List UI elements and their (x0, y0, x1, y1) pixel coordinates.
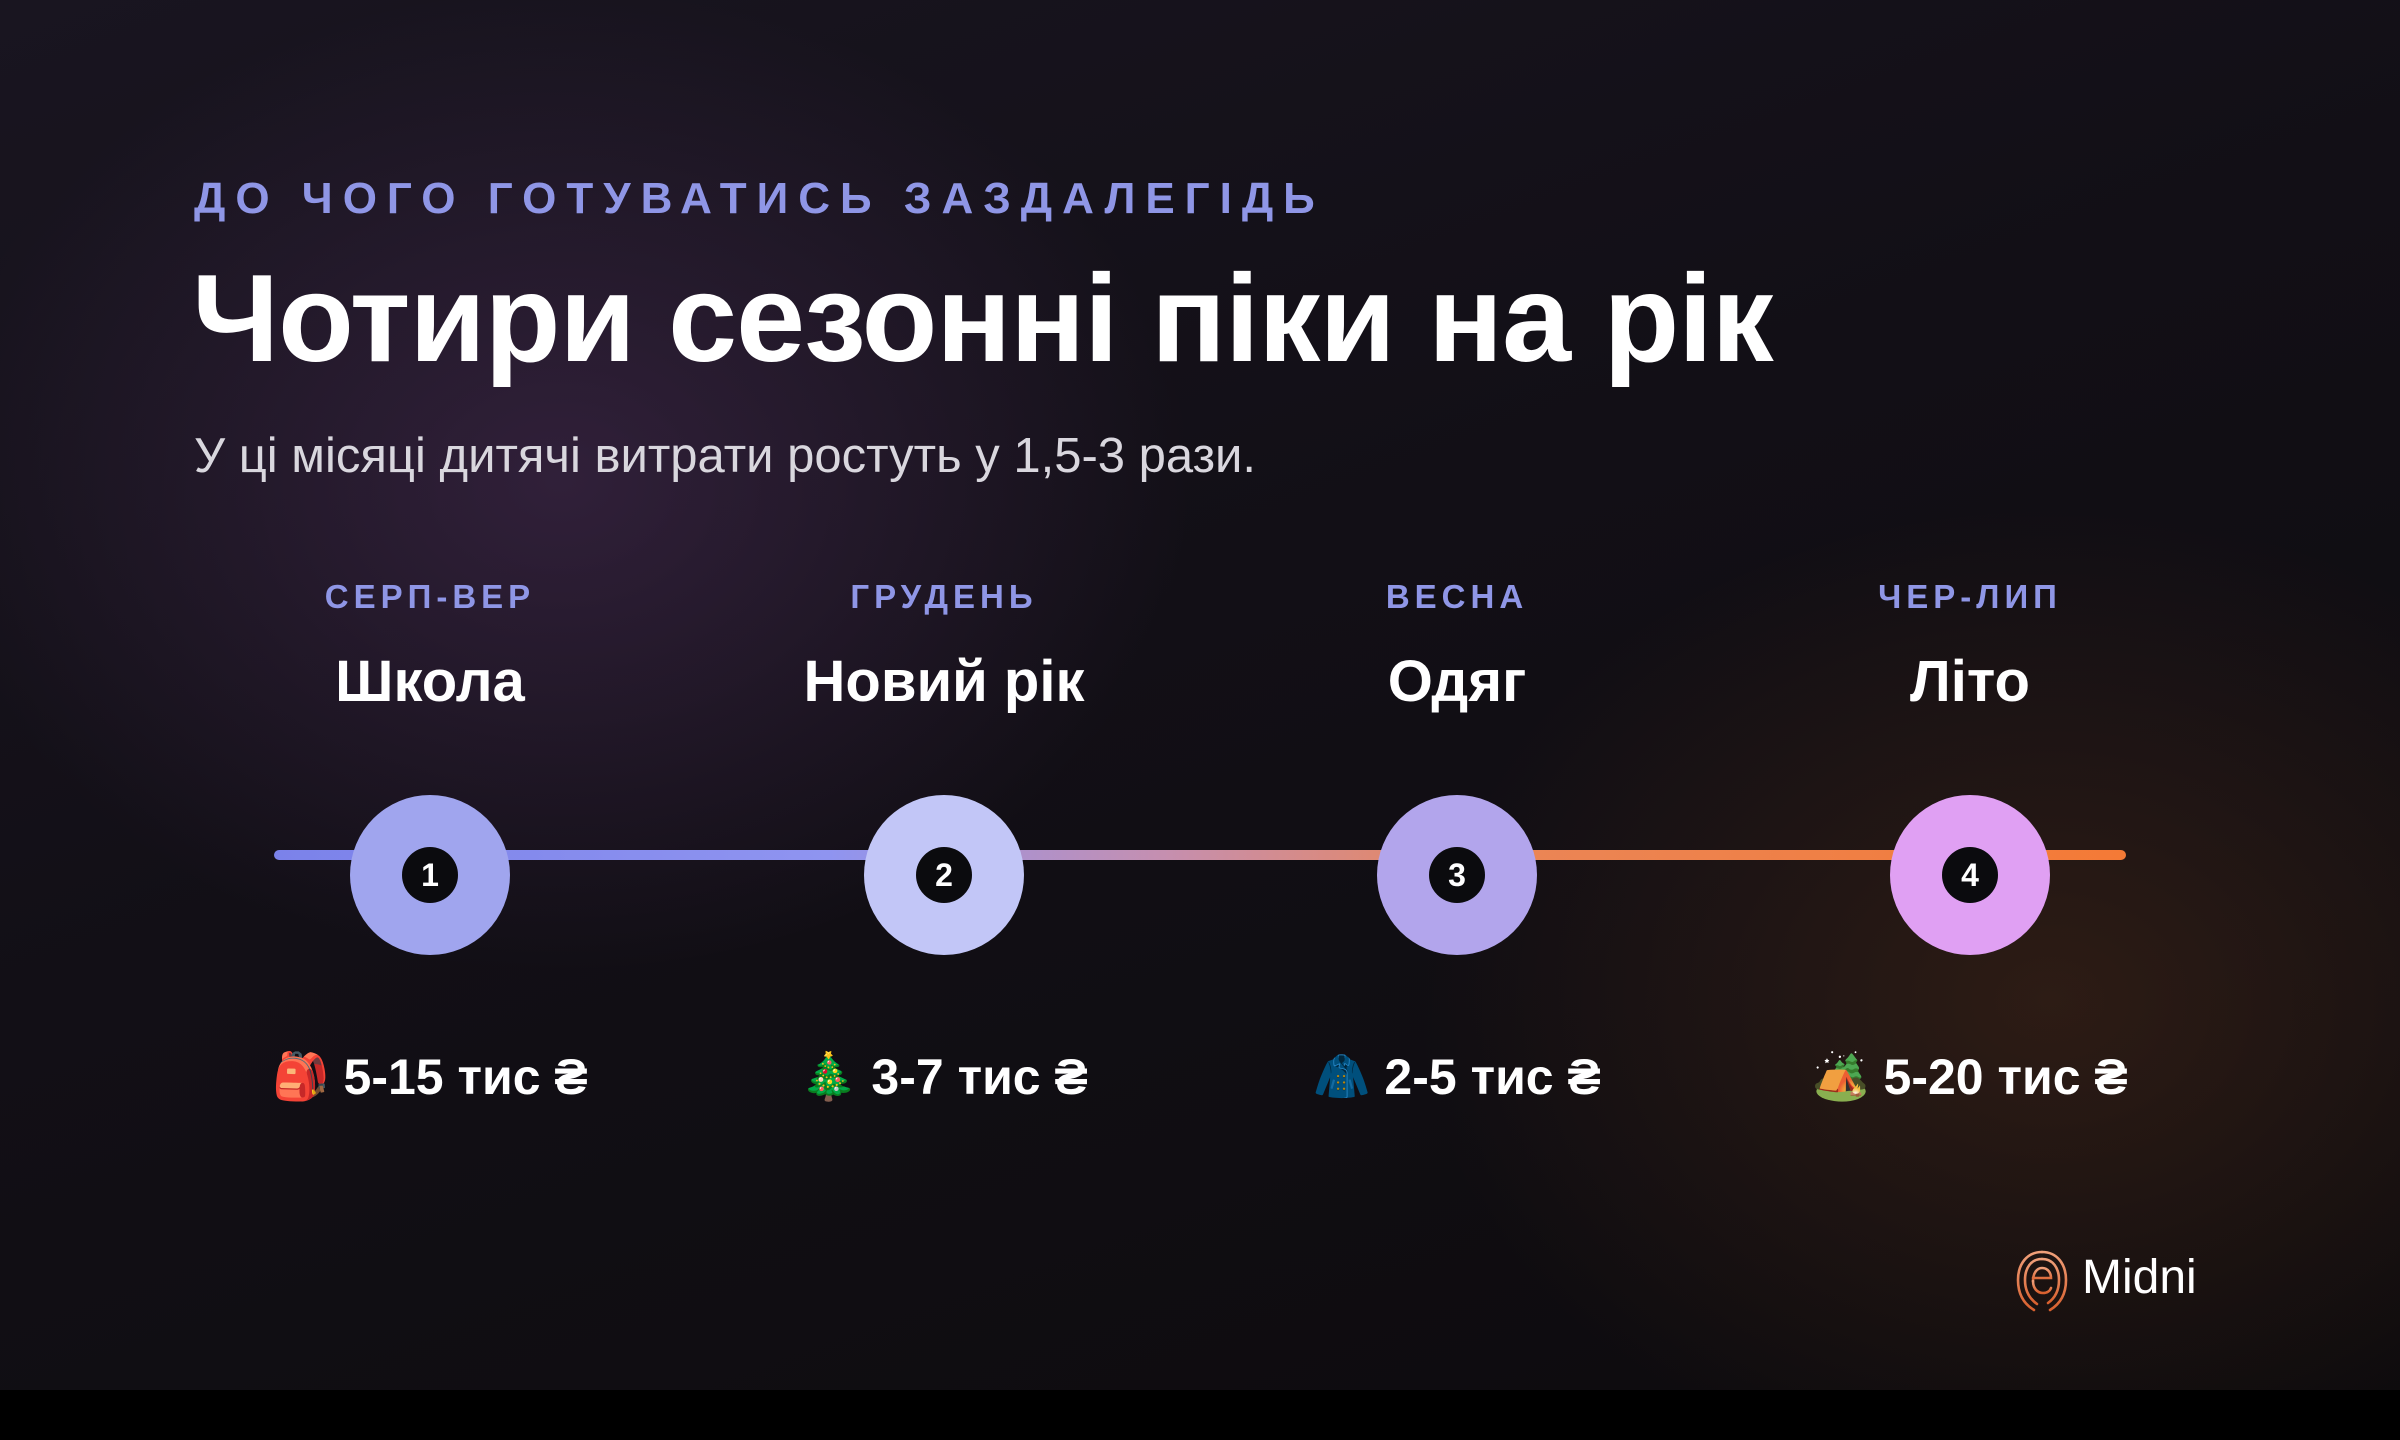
season-period: ЧЕР-ЛИП (1878, 578, 2062, 615)
season-number-badge: 4 (1942, 847, 1998, 903)
season-node: 3 (1377, 795, 1537, 955)
season-cost-value: 2-5 тис ₴ (1384, 1049, 1601, 1105)
season-node: 2 (864, 795, 1024, 955)
brand-name: Midni (2082, 1251, 2197, 1304)
subtitle: У ці місяці дитячі витрати ростуть у 1,5… (194, 429, 1257, 483)
season-cost: 🏕️5-20 тис ₴ (1710, 1048, 2230, 1106)
fingerprint-logo-icon (2016, 1250, 2068, 1312)
season-name: Літо (1910, 649, 2030, 714)
slide: ДО ЧОГО ГОТУВАТИСЬ ЗАЗДАЛЕГІДЬ Чотири се… (0, 0, 2400, 1390)
season-number-badge: 1 (402, 847, 458, 903)
season-cost-value: 3-7 тис ₴ (871, 1049, 1088, 1105)
season-summer: ЧЕР-ЛИП Літо 4 🏕️5-20 тис ₴ (1710, 0, 2230, 1390)
season-name: Новий рік (803, 649, 1085, 714)
season-school: СЕРП-ВЕР Школа 1 🎒5-15 тис ₴ (170, 0, 690, 1390)
season-name: Одяг (1387, 649, 1527, 714)
season-number-badge: 3 (1429, 847, 1485, 903)
season-node: 1 (350, 795, 510, 955)
season-node: 4 (1890, 795, 2050, 955)
bottom-band (0, 1390, 2400, 1440)
season-period: ГРУДЕНЬ (850, 578, 1038, 615)
season-cost-value: 5-15 тис ₴ (343, 1049, 588, 1105)
page-title: Чотири сезонні піки на рік (192, 250, 1774, 388)
season-clothes: ВЕСНА Одяг 3 🧥2-5 тис ₴ (1197, 0, 1717, 1390)
season-cost: 🧥2-5 тис ₴ (1197, 1048, 1717, 1106)
backpack-icon: 🎒 (272, 1049, 330, 1103)
season-cost: 🎄3-7 тис ₴ (684, 1048, 1204, 1106)
camping-icon: 🏕️ (1812, 1049, 1870, 1103)
christmas-tree-icon: 🎄 (800, 1049, 858, 1103)
coat-icon: 🧥 (1313, 1049, 1371, 1103)
season-period: ВЕСНА (1385, 578, 1529, 615)
season-period: СЕРП-ВЕР (324, 578, 536, 615)
season-cost: 🎒5-15 тис ₴ (170, 1048, 690, 1106)
eyebrow-label: ДО ЧОГО ГОТУВАТИСЬ ЗАЗДАЛЕГІДЬ (194, 174, 1325, 223)
season-new-year: ГРУДЕНЬ Новий рік 2 🎄3-7 тис ₴ (684, 0, 1204, 1390)
season-number-badge: 2 (916, 847, 972, 903)
timeline-track (274, 850, 2126, 860)
season-name: Школа (335, 649, 525, 714)
season-cost-value: 5-20 тис ₴ (1883, 1049, 2128, 1105)
